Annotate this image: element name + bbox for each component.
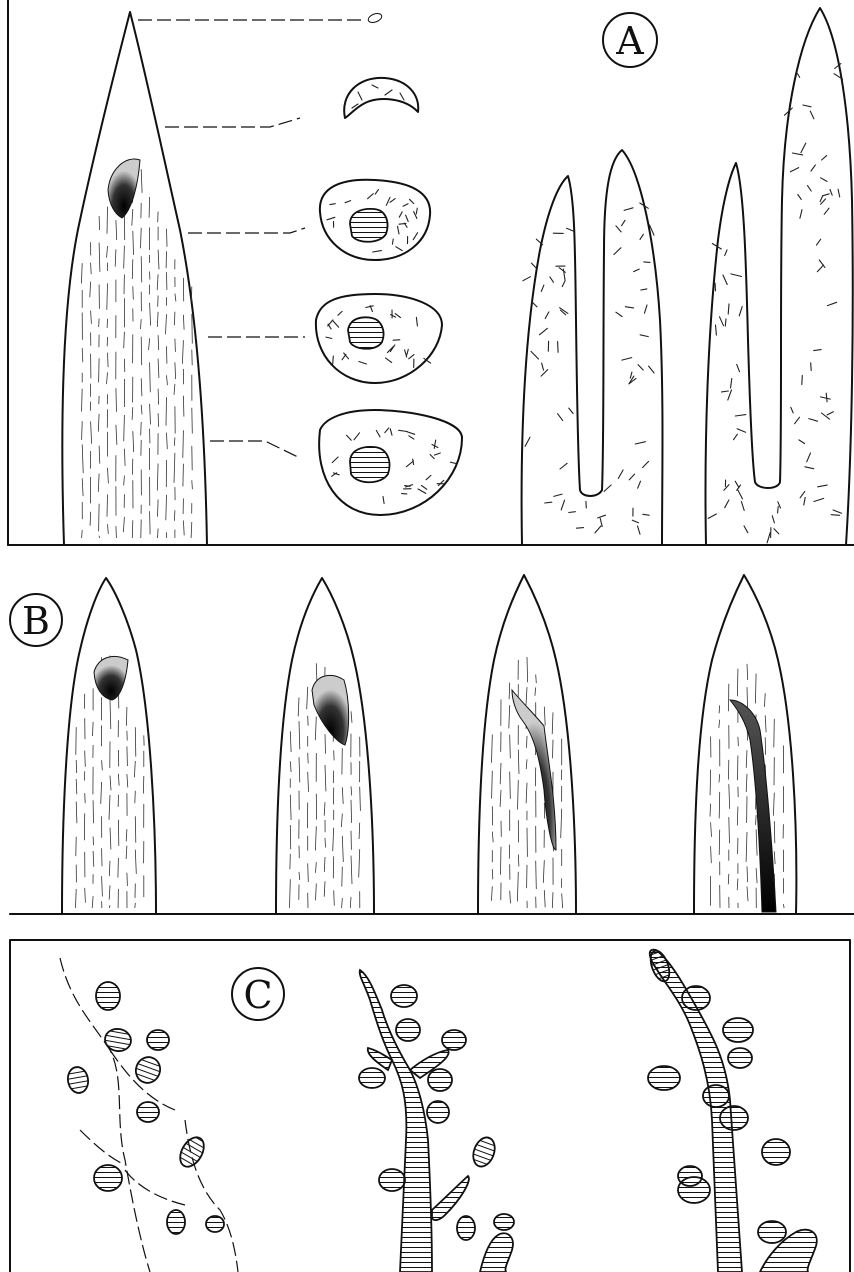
section-leaders bbox=[138, 20, 362, 458]
shoot-tip-b4 bbox=[694, 575, 796, 914]
lobe bbox=[758, 1221, 786, 1243]
lobe bbox=[391, 985, 417, 1007]
lobe bbox=[647, 948, 673, 984]
shoot-tip-a bbox=[62, 12, 207, 545]
shoot-tip-b1 bbox=[62, 578, 156, 914]
cross-section-4 bbox=[316, 294, 442, 383]
longitudinal-section-left bbox=[522, 150, 663, 545]
dark-spot-b2 bbox=[312, 675, 349, 745]
lobe bbox=[96, 982, 120, 1010]
panel-c-label: C bbox=[232, 968, 284, 1020]
svg-text:A: A bbox=[615, 19, 644, 63]
lobe bbox=[132, 1054, 163, 1087]
lobe bbox=[720, 1106, 748, 1130]
lobe bbox=[427, 1101, 449, 1123]
panel-c: C bbox=[10, 940, 850, 1272]
lobe bbox=[379, 1169, 405, 1191]
lobe bbox=[723, 1018, 753, 1042]
shoot-tip-a-striations bbox=[81, 161, 192, 538]
lobe bbox=[442, 1030, 466, 1050]
panel-a: A bbox=[8, 0, 854, 545]
lobe bbox=[175, 1133, 208, 1171]
shoot-tip-b2 bbox=[276, 578, 374, 914]
lobe bbox=[147, 1030, 169, 1050]
lobe bbox=[206, 1216, 224, 1232]
dispersed-lobes bbox=[60, 958, 238, 1272]
longitudinal-section-right bbox=[706, 8, 853, 545]
lobe bbox=[428, 1069, 452, 1091]
lobe bbox=[682, 986, 710, 1010]
lobe bbox=[762, 1139, 790, 1165]
lobe bbox=[66, 1065, 90, 1094]
panel-b: B bbox=[10, 575, 854, 914]
panel-a-label: A bbox=[603, 13, 657, 67]
svg-text:C: C bbox=[243, 973, 272, 1017]
lobe bbox=[396, 1019, 420, 1041]
cross-section-3 bbox=[320, 180, 430, 260]
cross-section-2 bbox=[344, 78, 418, 118]
branching-middle bbox=[359, 970, 514, 1272]
lobe bbox=[103, 1027, 132, 1053]
dark-streak-b4 bbox=[730, 700, 776, 912]
dark-spot-b1 bbox=[94, 656, 128, 700]
lobe bbox=[494, 1214, 514, 1230]
lobe bbox=[457, 1216, 475, 1240]
lobe bbox=[167, 1210, 185, 1234]
lobe bbox=[703, 1085, 729, 1107]
lobe bbox=[469, 1134, 498, 1169]
lobe bbox=[678, 1166, 702, 1186]
lobe bbox=[728, 1048, 752, 1068]
shoot-tip-a-dark-spot bbox=[108, 159, 140, 218]
cross-section-5 bbox=[319, 410, 462, 515]
cross-section-1 bbox=[367, 12, 383, 24]
lobe bbox=[359, 1068, 385, 1088]
svg-text:B: B bbox=[22, 599, 50, 643]
branching-right bbox=[647, 948, 817, 1272]
lobe bbox=[94, 1165, 122, 1191]
lobe bbox=[137, 1102, 159, 1122]
lobe bbox=[648, 1066, 680, 1090]
panel-b-label: B bbox=[10, 594, 62, 646]
shoot-tip-b3 bbox=[478, 575, 576, 914]
